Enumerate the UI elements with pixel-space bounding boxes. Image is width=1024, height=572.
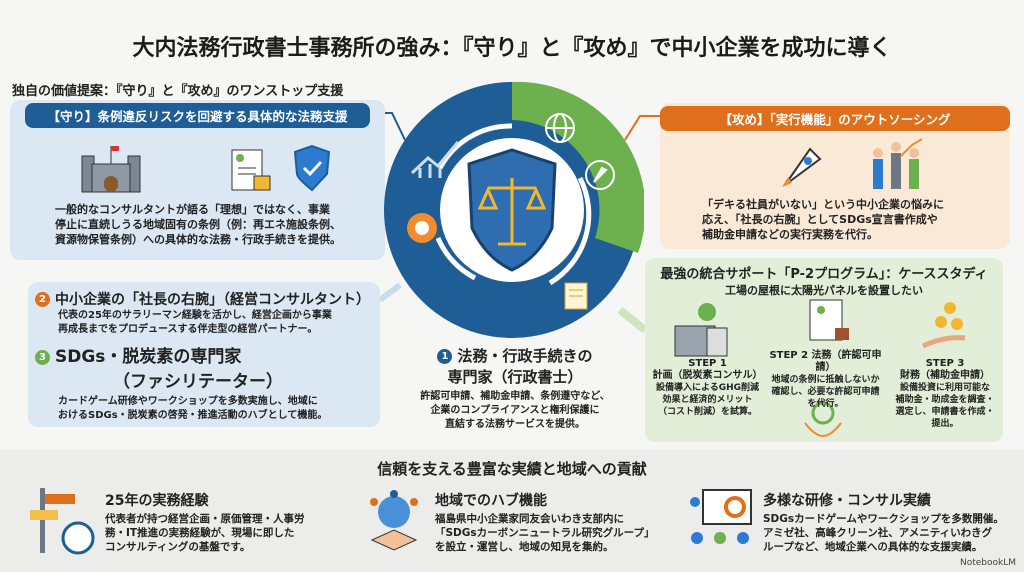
- role-1-title-sub: 専門家（行政書士）: [447, 368, 583, 386]
- track-item-text: ループなど、地域企業への具体的な支援実績。: [763, 541, 983, 553]
- value-proposition-heading: 独自の価値提案：『守り』と『攻め』のワンストップ支援: [12, 84, 344, 99]
- connector-lines: [378, 112, 660, 334]
- defense-text: 一般的なコンサルタントが語る「理想」ではなく、事業: [55, 203, 330, 216]
- step-1-label: STEP 1: [688, 358, 727, 369]
- team-success-icon: [873, 138, 923, 189]
- step-1: STEP 1 計画（脱炭素コンサル） 設備導入によるGHG削減 効果と経済的メリ…: [650, 358, 765, 418]
- step-3-name: 財務（補助金申請）: [900, 370, 990, 381]
- track-item-text: を設立・運営し、地域の知見を集約。: [435, 541, 614, 553]
- rocket-icon: [782, 147, 822, 187]
- role-2-text: 再成長までをプロデュースする伴走型の経営パートナー。: [58, 324, 318, 335]
- hands-gear-icon: [804, 401, 842, 438]
- offense-text: 「デキる社員がいない」という中小企業の悩みに: [702, 198, 944, 211]
- step-2-text: を代行。: [807, 399, 844, 409]
- track-item-text: コンサルティングの基盤です。: [105, 541, 251, 553]
- center-cycle-diagram: [384, 81, 644, 338]
- gear-icon: [407, 213, 437, 243]
- hand-coins-icon: [921, 302, 966, 349]
- document-stamp-icon: [809, 299, 849, 341]
- presentation-audience-icon: [690, 489, 752, 544]
- track-item-training: 多様な研修・コンサル実績 SDGsカードゲームやワークショップを多数開催。 アミ…: [763, 490, 1004, 554]
- step-3-text: 補助金・助成金を調査・: [895, 395, 995, 405]
- role-1-text: 直結する法務サービスを提供。: [445, 419, 585, 430]
- notebooklm-watermark: NotebookLM: [959, 558, 1016, 568]
- offense-panel: 【攻め】「実行機能」のアウトソーシング 「デキる社員がいない」という中小企業の悩…: [660, 103, 1010, 249]
- defense-text: 停止に直続しうる地域固有の条例（例：再エネ施設条例、: [55, 218, 341, 231]
- role-3-text: おけるSDGs・脱炭素の啓発・推進活動のハブとして機能。: [58, 410, 328, 421]
- offense-text: 補助金申請などの実行実務を代行。: [702, 228, 878, 241]
- role-1-block: 1 法務・行政手続きの 専門家（行政書士） 許認可申請、補助金申請、条例遵守など、…: [400, 345, 630, 432]
- track-item-text: SDGsカードゲームやワークショップを多数開催。: [763, 513, 1004, 525]
- track-item-title: 地域でのハブ機能: [435, 493, 547, 509]
- step-2: STEP 2 法務（許認可申請） 地域の条例に抵触しないか 確認し、必要な許認可…: [763, 350, 888, 410]
- track-item-title: 25年の実務経験: [105, 493, 209, 509]
- castle-icon: [81, 146, 141, 193]
- number-badge-3: 3: [35, 350, 50, 365]
- role-2-text: 代表の25年のサラリーマン経験を活かし、経営企画から事業: [58, 310, 332, 321]
- factory-calculator-icon: [674, 303, 728, 357]
- step-2-text: 地域の条例に抵触しないか: [771, 375, 880, 385]
- track-record-section: 信頼を支える豊富な実績と地域への貢献 25年の実務経験 代表者が持つ経営企画・原…: [0, 450, 1024, 572]
- offense-text: 応え、「社長の右腕」としてSDGs宣言書作成や: [702, 213, 938, 226]
- compass-icon: [585, 160, 615, 190]
- defense-panel: 【守り】条例違反リスクを回避する具体的な法務支援 一般的なコンサルタントが語る「…: [10, 100, 385, 260]
- role-1-text: 企業のコンプライアンスと権利保護に: [430, 405, 600, 416]
- track-item-text: 「SDGsカーボンニュートラル研究グループ」: [435, 527, 655, 539]
- track-item-experience: 25年の実務経験 代表者が持つ経営企画・原価管理・人事労 務・IT推進の実務経験…: [105, 490, 305, 554]
- step-3-text: 選定し、申請書を作成・: [895, 407, 995, 417]
- role-1-text: 許認可申請、補助金申請、条例遵守など、: [420, 391, 610, 402]
- role-3-title-sub: （ファシリテーター）: [113, 372, 283, 392]
- track-item-text: 務・IT推進の実務経験が、現場に即した: [105, 527, 295, 539]
- defense-header: 【守り】条例違反リスクを回避する具体的な法務支援: [25, 103, 370, 128]
- network-handshake-icon: [370, 490, 418, 551]
- role-3-title: SDGs・脱炭素の専門家: [55, 347, 242, 367]
- scroll-document-icon: [564, 282, 588, 310]
- offense-icons: [782, 138, 923, 189]
- step-3: STEP 3 財務（補助金申請） 設備投資に利用可能な 補助金・助成金を調査・ …: [890, 358, 1000, 430]
- number-badge-2: 2: [35, 292, 50, 307]
- step-2-label: STEP 2 法務（許認可申請）: [769, 350, 882, 373]
- globe-leaf-icon: [545, 113, 575, 143]
- track-item-title: 多様な研修・コンサル実績: [763, 493, 931, 509]
- case-study-title: 最強の統合サポート「P-2プログラム」：ケーススタディ: [660, 267, 988, 282]
- offense-header: 【攻め】「実行機能」のアウトソーシング: [660, 106, 1010, 131]
- step-3-text: 提出。: [931, 419, 959, 429]
- step-1-text: 効果と経済的メリット: [662, 395, 753, 405]
- track-record-heading: 信頼を支える豊富な実績と地域への貢献: [377, 460, 647, 478]
- defense-text: 資源物保管条例）への具体的な法務・行政手続きを提供。: [55, 233, 341, 246]
- green-segment: [512, 81, 644, 253]
- step-2-text: 確認し、必要な許認可申請: [771, 387, 880, 397]
- case-study-icons: [674, 299, 966, 438]
- shield-check-icon: [293, 144, 331, 192]
- role-2-title: 中小企業の「社長の右腕」（経営コンサルタント）: [55, 292, 370, 308]
- signpost-clock-icon: [30, 488, 95, 555]
- role-1-title: 法務・行政手続きの: [457, 347, 593, 365]
- defense-icons: [81, 144, 331, 193]
- document-lock-icon: [231, 149, 271, 191]
- track-item-text: 代表者が持つ経営企画・原価管理・人事労: [105, 513, 305, 525]
- case-study-subtitle: 工場の屋根に太陽光パネルを設置したい: [725, 284, 923, 297]
- growth-chart-icon: [410, 141, 460, 178]
- step-1-text: 設備導入によるGHG削減: [655, 383, 760, 393]
- step-1-text: （コスト削減）を試算。: [657, 407, 757, 417]
- step-3-label: STEP 3: [925, 358, 965, 369]
- step-3-text: 設備投資に利用可能な: [899, 383, 990, 393]
- role-3-text: カードゲーム研修やワークショップを多数実施し、地域に: [58, 396, 318, 407]
- case-study-panel: 最強の統合サポート「P-2プログラム」：ケーススタディ 工場の屋根に太陽光パネル…: [645, 258, 1003, 442]
- scales-of-justice-icon: [477, 178, 547, 246]
- roles-panel: 2 中小企業の「社長の右腕」（経営コンサルタント） 代表の25年のサラリーマン経験…: [28, 282, 380, 427]
- page-title: 大内法務行政書士事務所の強み：『守り』と『攻め』で中小企業を成功に導く: [132, 36, 892, 61]
- track-item-text: アミゼ社、高峰クリーン社、アメニティいわきグ: [763, 527, 993, 539]
- step-1-name: 計画（脱炭素コンサル）: [652, 370, 763, 381]
- number-badge-1: 1: [437, 349, 453, 364]
- track-item-hub: 地域でのハブ機能 福島県中小企業家同友会いわき支部内に 「SDGsカーボンニュー…: [435, 490, 655, 554]
- track-item-text: 福島県中小企業家同友会いわき支部内に: [435, 513, 624, 525]
